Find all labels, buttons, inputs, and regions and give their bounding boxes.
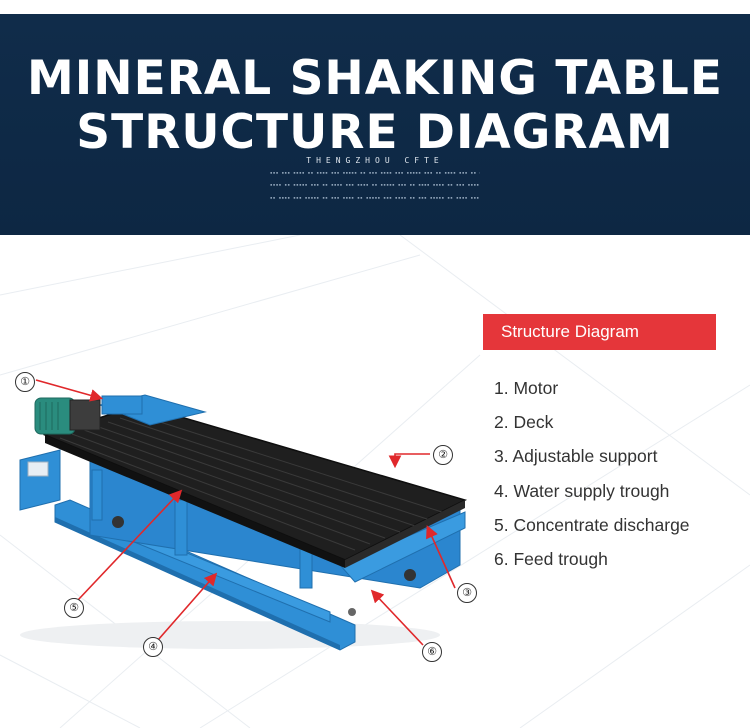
legend-item-concentrate-discharge: 5. Concentrate discharge (494, 514, 690, 535)
banner-fine-print-3: ▪▪ ▪▪▪▪ ▪▪▪ ▪▪▪▪▪ ▪▪ ▪▪▪ ▪▪▪▪ ▪▪ ▪▪▪▪▪ ▪… (270, 195, 480, 200)
parts-legend: 1. Motor 2. Deck 3. Adjustable support 4… (494, 374, 690, 579)
shaking-table-illustration (19, 394, 468, 651)
callout-3: ③ (457, 583, 477, 603)
legend-item-adjustable-support: 3. Adjustable support (494, 446, 658, 467)
title-line-2: STRUCTURE DIAGRAM (76, 105, 674, 160)
legend-item-motor: 1. Motor (494, 378, 559, 398)
callout-1: ① (15, 372, 35, 392)
title-line-1: MINERAL SHAKING TABLE (27, 51, 723, 106)
legend-item-feed-trough: 6. Feed trough (494, 548, 608, 569)
legend-item-deck: 2. Deck (494, 412, 554, 433)
structure-diagram-heading: Structure Diagram (483, 314, 716, 350)
page-title: MINERAL SHAKING TABLE STRUCTURE DIAGRAM (0, 52, 750, 160)
callout-2: ② (433, 445, 453, 465)
callout-4: ④ (143, 637, 163, 657)
callout-6: ⑥ (422, 642, 442, 662)
callout-5: ⑤ (64, 598, 84, 618)
header-banner: MINERAL SHAKING TABLE STRUCTURE DIAGRAM … (0, 14, 750, 235)
legend-item-water-supply-trough: 4. Water supply trough (494, 480, 670, 501)
banner-fine-print-1: ▪▪▪ ▪▪▪ ▪▪▪▪ ▪▪ ▪▪▪▪ ▪▪▪ ▪▪▪▪▪ ▪▪ ▪▪▪ ▪▪… (270, 170, 480, 175)
banner-subtitle: THENGZHOU CFTE (306, 156, 444, 165)
banner-fine-print-2: ▪▪▪▪ ▪▪ ▪▪▪▪▪ ▪▪▪ ▪▪ ▪▪▪▪ ▪▪▪ ▪▪▪▪ ▪▪ ▪▪… (270, 182, 480, 187)
